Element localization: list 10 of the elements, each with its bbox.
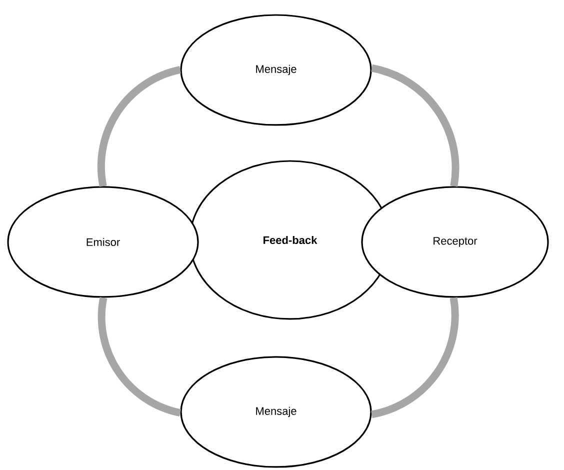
ellipse-node: Mensaje	[180, 356, 372, 468]
connector-arc	[370, 297, 459, 418]
connector-arc	[370, 64, 460, 187]
ellipse-node: Feed-back	[189, 160, 391, 320]
connector-arc	[98, 66, 182, 187]
ellipse-node: Emisor	[7, 186, 199, 298]
node-label: Receptor	[434, 237, 478, 247]
connector-arc	[98, 297, 182, 416]
ellipse-node: Receptor	[361, 186, 549, 298]
ellipse-node: Mensaje	[180, 14, 372, 126]
